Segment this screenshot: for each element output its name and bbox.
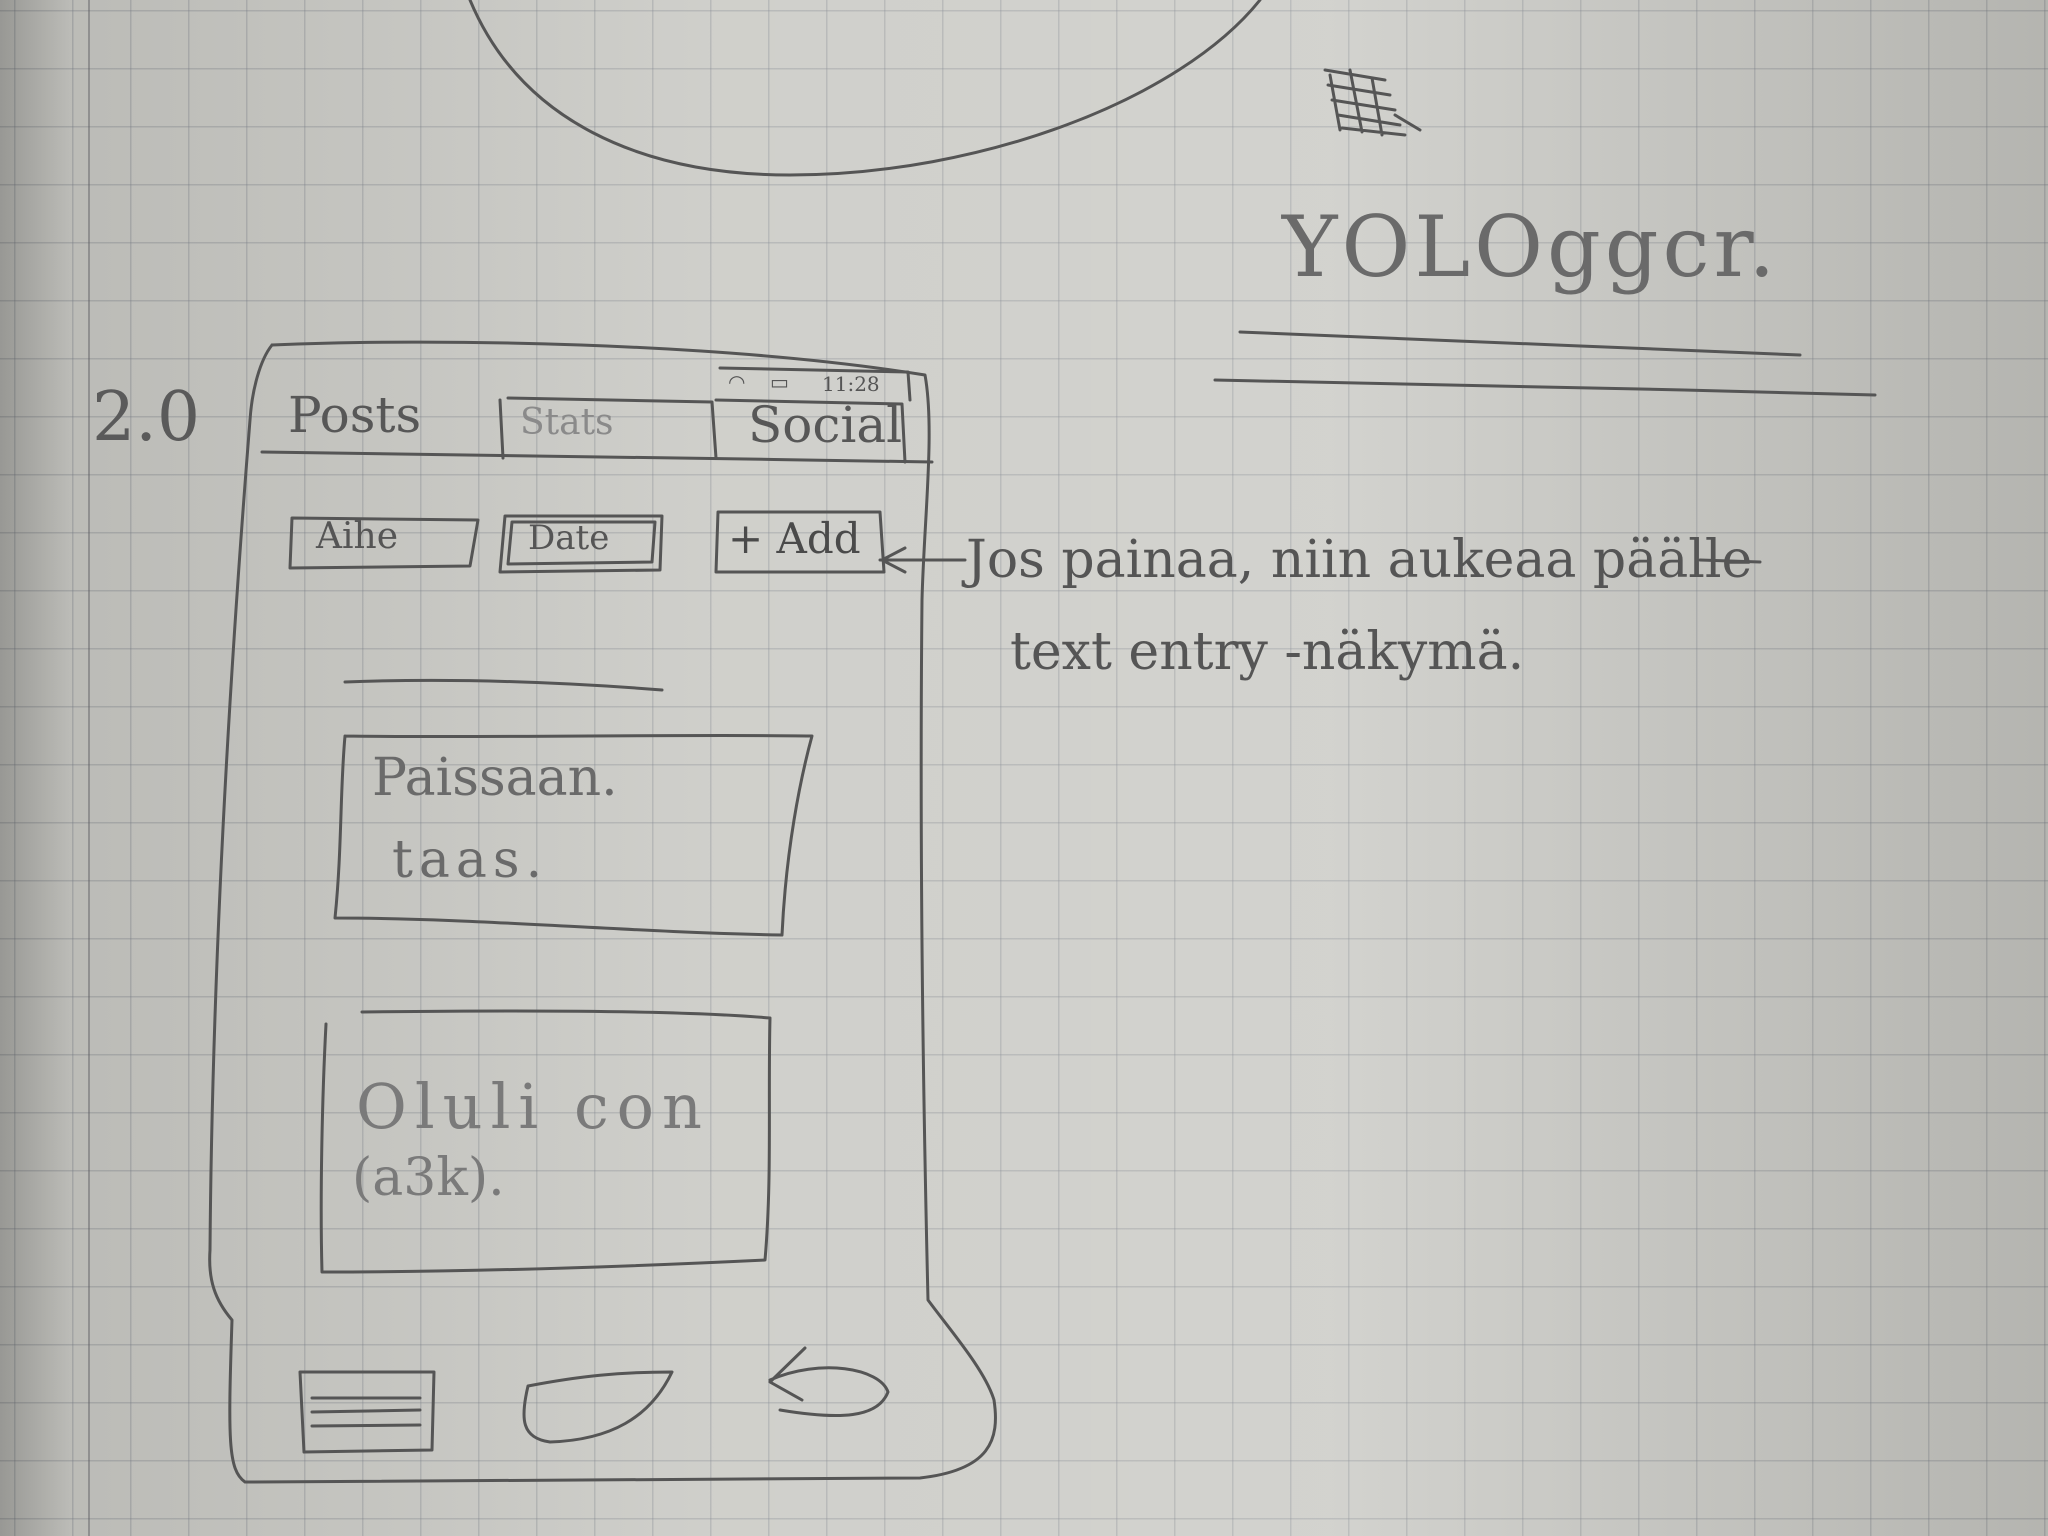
tab-stats[interactable]: Stats <box>520 402 614 443</box>
posts-separator <box>343 678 664 692</box>
filter-date-button[interactable]: Date <box>528 518 610 558</box>
tab-social-box <box>714 398 907 464</box>
status-time: 11:28 <box>822 372 880 396</box>
post-card-2-line-1: Oluli con <box>356 1070 710 1143</box>
home-icon <box>522 1370 674 1444</box>
status-bar <box>718 366 912 402</box>
circle-sketch <box>468 0 1262 177</box>
post-card-1-frame <box>333 733 814 937</box>
annotation-strike <box>1698 558 1762 564</box>
pointer-arrow <box>878 546 967 574</box>
menu-icon <box>298 1370 436 1454</box>
add-post-button[interactable]: + Add <box>728 514 861 563</box>
tab-posts[interactable]: Posts <box>288 386 422 444</box>
title-underline <box>1238 330 1802 357</box>
tab-stats-box <box>498 396 718 460</box>
filter-add-box <box>714 510 886 574</box>
post-card-2-line-2: (a3k). <box>352 1148 505 1208</box>
filter-aihe-button[interactable]: Aihe <box>316 516 399 557</box>
filter-date-box-shadow <box>506 520 657 566</box>
bottom-nav-menu[interactable] <box>298 1366 438 1458</box>
notebook-margin-line <box>88 0 90 1536</box>
scribble-mark <box>1323 68 1422 137</box>
tab-social[interactable]: Social <box>748 396 903 454</box>
post-card-2-frame <box>319 1009 772 1274</box>
tab-bar-line <box>260 450 934 464</box>
filter-aihe-box <box>288 516 480 570</box>
app-title: YOLOggcr. <box>1282 198 1780 296</box>
back-icon <box>768 1346 890 1418</box>
phone-frame <box>208 340 997 1484</box>
filter-date-box <box>498 514 664 574</box>
notebook-binding-shadow <box>0 0 70 1536</box>
version-label: 2.0 <box>92 378 201 457</box>
annotation-line-2: text entry -näkymä. <box>1010 622 1525 682</box>
wifi-icon: ◠ <box>728 370 746 394</box>
title-underline-2 <box>1213 378 1877 397</box>
battery-icon: ▭ <box>770 370 789 394</box>
bottom-nav-back[interactable] <box>764 1344 894 1424</box>
bottom-nav-home[interactable] <box>518 1366 678 1448</box>
annotation-line-1: Jos painaa, niin aukeaa päälle <box>966 530 1753 590</box>
post-card-1-line-2: taas. <box>392 830 549 890</box>
post-card-1-line-1: Paissaan. <box>372 748 618 808</box>
